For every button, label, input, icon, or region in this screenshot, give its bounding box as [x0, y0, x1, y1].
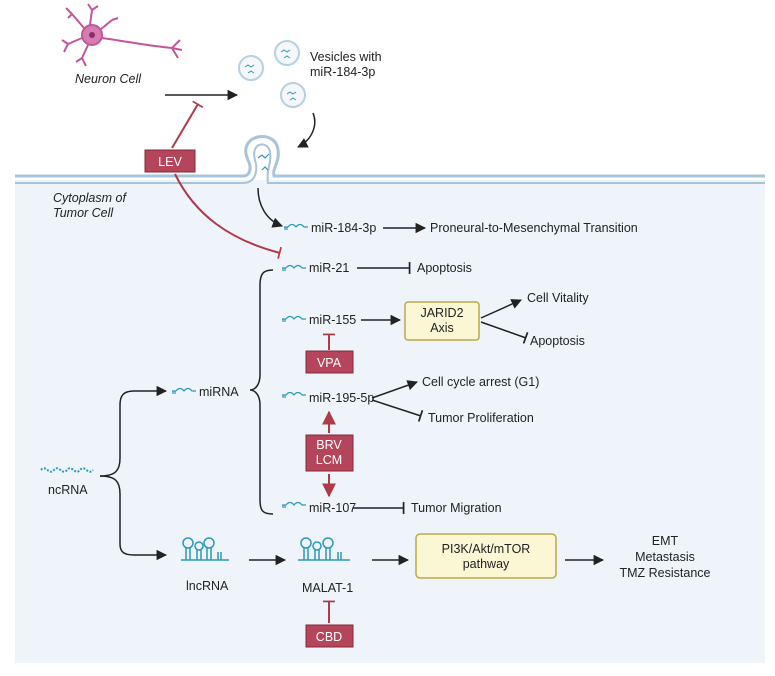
apoptosis-1-label: Apoptosis [417, 261, 472, 275]
neuron-cell-label: Neuron Cell [75, 72, 142, 86]
vesicle-icon [238, 40, 306, 108]
tumor-prolif-label: Tumor Proliferation [428, 411, 534, 425]
jarid2-box [404, 301, 480, 341]
cbd-drug-box [305, 624, 354, 648]
internalization-arrow [257, 187, 283, 228]
ncrna-icon [40, 467, 94, 473]
tumor-cell-cytoplasm [15, 180, 765, 663]
ncrna-to-mirna-arrow [99, 385, 168, 477]
mir195-label: miR-195-5p [309, 391, 374, 405]
vpa-drug-box [305, 350, 354, 374]
lev-drug-label: LEV [158, 155, 182, 169]
ncrna-to-lncrna-arrow [99, 475, 168, 561]
internalized-mirna-icon [257, 153, 270, 159]
cbd-drug-label: CBD [316, 630, 342, 644]
lev-inhibit-mir21 [174, 173, 282, 259]
mir107-label: miR-107 [309, 501, 356, 515]
mirna-label: miRNA [199, 385, 239, 399]
pmt-label: Proneural-to-Mesenchymal Transition [430, 221, 638, 235]
neuron-icon [61, 3, 183, 67]
lev-drug-box [144, 149, 196, 173]
mirna-bracket [249, 269, 274, 515]
mir195-to-arrest-arrow [371, 380, 418, 399]
lncrna-label: lncRNA [186, 579, 229, 593]
mir195-inhibit-prolif [371, 399, 424, 422]
pi3k-pathway-box [415, 533, 557, 579]
lev-inhibit-neuron [171, 100, 204, 149]
mir184-label: miR-184-3p [311, 221, 376, 235]
internalized-mirna-icon [261, 166, 269, 171]
brv-lcm-drug-box [305, 434, 354, 472]
apoptosis-2-label: Apoptosis [530, 334, 585, 348]
jarid2-to-vitality-arrow [480, 299, 522, 319]
vpa-drug-label: VPA [317, 356, 342, 370]
malat1-icon [298, 537, 350, 561]
cell-cycle-label: Cell cycle arrest (G1) [422, 375, 539, 389]
tumor-migration-label: Tumor Migration [411, 501, 502, 515]
mir155-label: miR-155 [309, 313, 356, 327]
vesicle-uptake-arrow [297, 112, 316, 148]
cell-membrane [15, 135, 765, 184]
ncrna-label: ncRNA [48, 483, 88, 497]
malat1-label: MALAT-1 [302, 581, 353, 595]
jarid2-inhibit-apoptosis [480, 321, 529, 344]
lncrna-icon [181, 537, 229, 561]
mir21-label: miR-21 [309, 261, 349, 275]
cell-vitality-label: Cell Vitality [527, 291, 589, 305]
